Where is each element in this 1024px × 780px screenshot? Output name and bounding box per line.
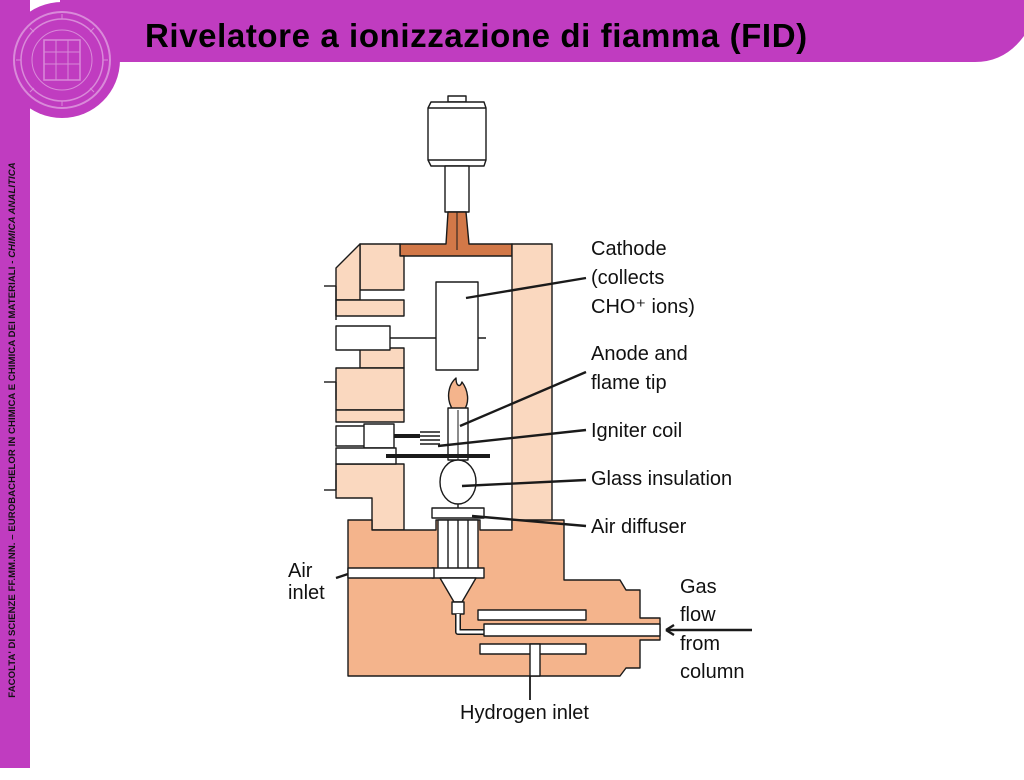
label-air-diffuser: Air diffuser bbox=[591, 516, 687, 538]
label-hydrogen-inlet: Hydrogen inlet bbox=[460, 702, 589, 724]
university-seal-logo bbox=[4, 2, 120, 118]
slide-title: Rivelatore a ionizzazione di fiamma (FID… bbox=[145, 17, 808, 54]
header-bar bbox=[60, 0, 1024, 62]
label-air-inlet-1: Air bbox=[288, 560, 313, 582]
label-air-inlet-2: inlet bbox=[288, 582, 325, 604]
label-glass-insulation: Glass insulation bbox=[591, 468, 732, 490]
igniter-coil bbox=[335, 423, 490, 465]
label-gas-flow-4: column bbox=[680, 661, 744, 683]
jet-assembly bbox=[431, 519, 485, 615]
label-igniter-coil: Igniter coil bbox=[591, 420, 682, 442]
leader-lines bbox=[335, 276, 752, 637]
left-bar bbox=[0, 0, 30, 768]
cathode-cylinder bbox=[435, 281, 479, 371]
label-gas-flow-1: Gas bbox=[680, 576, 717, 598]
left-housing-wall bbox=[359, 243, 405, 291]
air-inlet-tube bbox=[347, 567, 435, 579]
top-connector bbox=[427, 95, 487, 213]
label-cathode-2: (collects bbox=[591, 267, 664, 289]
label-anode-1: Anode and bbox=[591, 343, 688, 365]
glass-insulator bbox=[439, 459, 477, 505]
label-anode-2: flame tip bbox=[591, 372, 667, 394]
label-cathode-1: Cathode bbox=[591, 238, 667, 260]
right-housing-wall bbox=[511, 243, 553, 529]
copper-cap bbox=[399, 211, 513, 257]
label-cathode-3: CHO⁺ ions) bbox=[591, 296, 695, 318]
label-gas-flow-2: flow bbox=[680, 604, 716, 626]
base-block bbox=[347, 519, 661, 677]
flame bbox=[447, 377, 469, 411]
label-gas-flow-3: from bbox=[680, 633, 720, 655]
